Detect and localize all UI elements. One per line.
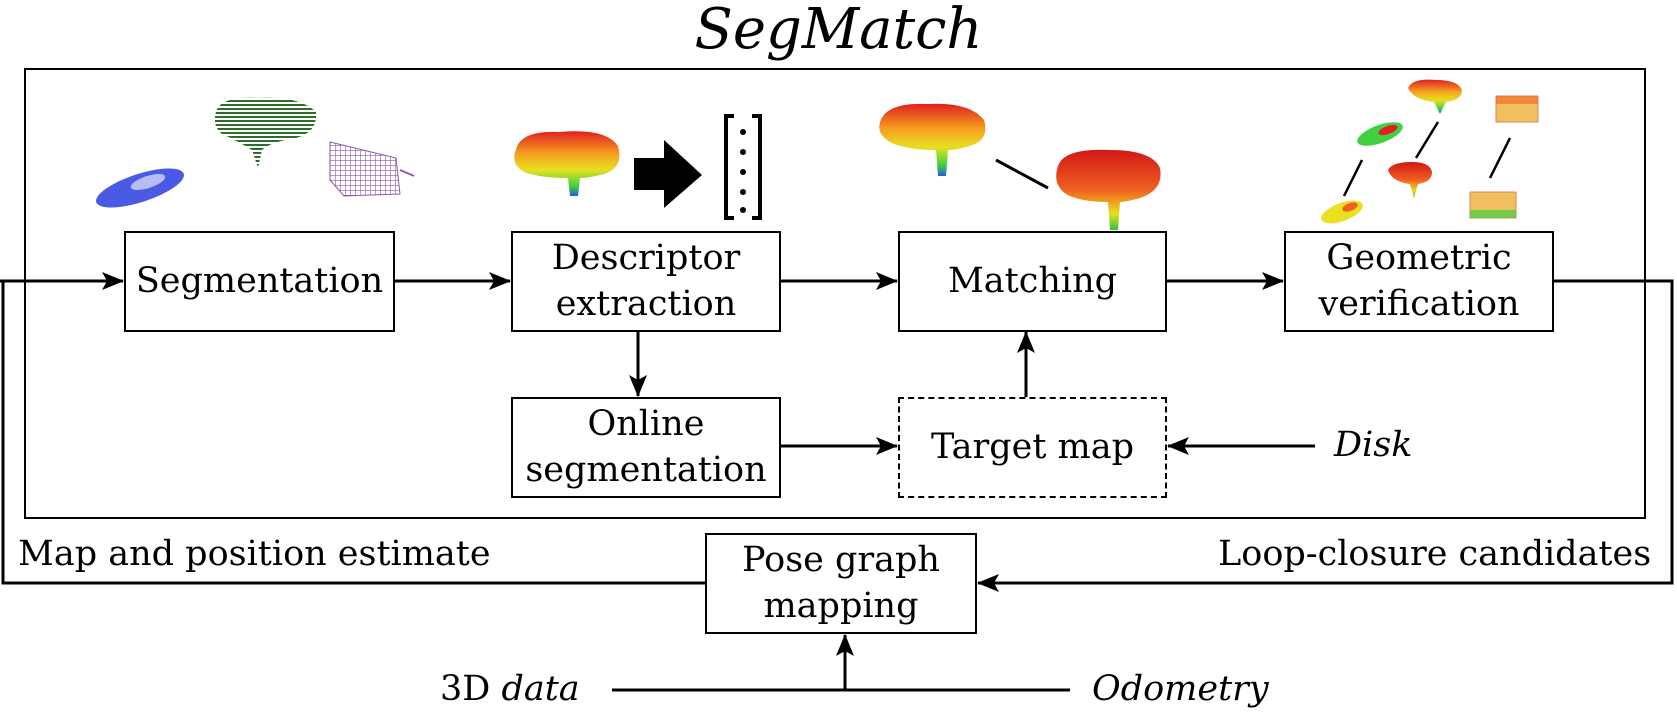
online-label-line2: segmentation xyxy=(525,449,767,490)
building-segment-icon xyxy=(329,141,415,197)
data-input-label: 3D data xyxy=(440,672,580,707)
disk-label: Disk xyxy=(1334,425,1413,465)
segmentation-label: Segmentation xyxy=(135,260,384,301)
loop-closure-label: Loop-closure candidates xyxy=(1218,534,1652,574)
car-segment-icon xyxy=(96,168,184,208)
target-map-box: Target map xyxy=(898,397,1167,498)
line-pose-to-input xyxy=(1,281,705,585)
tree-segment-icon xyxy=(214,97,317,168)
descriptor-extraction-box: Descriptor extraction xyxy=(511,231,781,332)
online-segmentation-box: Online segmentation xyxy=(511,397,781,498)
odometry-label: Odometry xyxy=(1092,669,1269,709)
pose-graph-mapping-box: Pose graph mapping xyxy=(705,533,977,634)
matching-trees-icon xyxy=(879,103,1161,230)
geometric-label-line2: verification xyxy=(1318,283,1520,324)
descriptor-label-line2: extraction xyxy=(555,283,737,324)
descriptor-label-line1: Descriptor xyxy=(551,238,741,278)
pose-label-line2: mapping xyxy=(763,585,919,626)
data-prefix: 3D xyxy=(440,669,502,709)
segmentation-box: Segmentation xyxy=(124,231,395,332)
data-italic: data xyxy=(501,669,580,709)
online-label-line1: Online xyxy=(587,404,705,444)
diagram-title: SegMatch xyxy=(694,0,983,62)
arrow-loop-closure-to-pose xyxy=(977,279,1674,592)
geometric-verification-box: Geometric verification xyxy=(1284,231,1554,332)
matching-box: Matching xyxy=(898,231,1167,332)
segmatch-frame xyxy=(24,68,1646,519)
descriptor-tree-icon xyxy=(514,131,620,196)
map-position-label: Map and position estimate xyxy=(18,534,491,574)
target-map-label: Target map xyxy=(931,426,1134,467)
descriptor-vector-icon xyxy=(724,114,762,220)
pose-label-line1: Pose graph xyxy=(742,540,940,580)
geometric-pairs-icon xyxy=(1321,79,1539,224)
extract-arrow-icon xyxy=(634,140,702,208)
matching-label: Matching xyxy=(947,260,1118,301)
geometric-label-line1: Geometric xyxy=(1326,238,1512,278)
